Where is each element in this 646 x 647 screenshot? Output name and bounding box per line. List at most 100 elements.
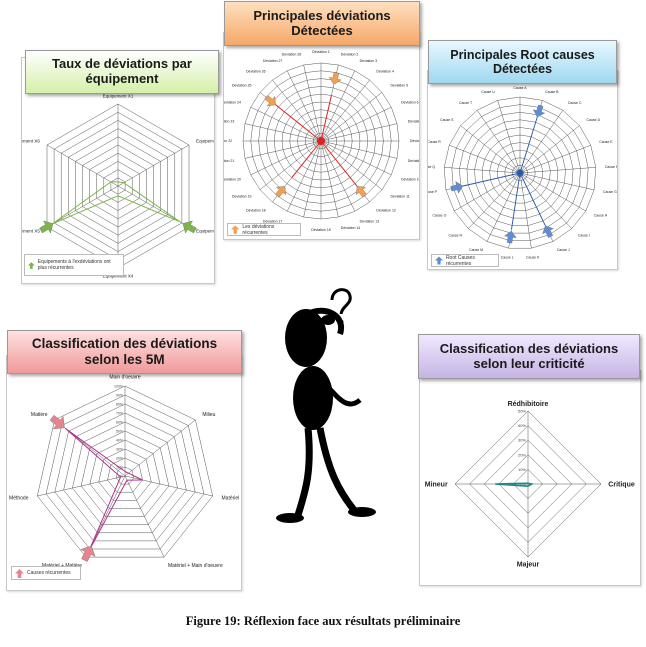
axis-label: Cause M [469, 248, 483, 252]
grid-spoke [320, 106, 392, 142]
highlight-arrow-icon [355, 186, 367, 198]
axis-label: Déviation 17 [263, 219, 283, 223]
axis-label: Equipement X3 [196, 229, 214, 234]
axis-label: Cause H [594, 214, 608, 218]
data-series [51, 181, 181, 225]
data-series [495, 482, 534, 488]
axis-label: Cause K [526, 255, 540, 259]
data-spoke [519, 111, 540, 174]
axis-label: Déviation 8 [410, 139, 419, 143]
figure-torso [293, 366, 333, 430]
axis-label: Equipement X1 [103, 93, 134, 98]
grid-spoke [124, 419, 196, 477]
tick-label: 70% [116, 412, 123, 416]
axis-label: Cause C [568, 101, 582, 105]
grid-spoke [519, 172, 572, 229]
axis-label: Déviation 26 [246, 70, 266, 74]
axis-label: Déviation 13 [360, 219, 380, 223]
axis-label: Equipement X5 [22, 229, 40, 234]
axis-label: Cause E [599, 140, 613, 144]
grid-ring [489, 142, 551, 204]
axis-label: Déviation 3 [360, 59, 378, 63]
axis-label: Méthode [9, 496, 29, 502]
grid-spoke [320, 140, 398, 159]
highlight-arrow-icon [503, 230, 517, 244]
highlight-arrow-icon [450, 181, 464, 194]
equipment-title-line2: équipement [85, 71, 159, 86]
tick-label: 10% [518, 467, 526, 472]
grid-ring [98, 448, 152, 501]
axis-label: Equipement X6 [22, 138, 40, 143]
grid-spoke [259, 140, 322, 190]
grid-ring [63, 412, 187, 534]
grid-ring [443, 96, 597, 249]
grid-spoke [37, 475, 126, 497]
tick-label: 90% [116, 394, 123, 398]
arrow-shape [355, 186, 367, 198]
grid-ring [37, 385, 213, 558]
arrow-shape [503, 230, 517, 244]
rootcauses-title-line1: Principales Root causes [450, 47, 595, 62]
blue-arrow-icon [435, 256, 443, 265]
highlight-arrow-icon [80, 545, 96, 562]
axis-label: Cause J [557, 248, 570, 252]
rootcauses-legend-text: Root Causes récurrentes [445, 254, 475, 267]
thinking-man-figure [276, 288, 376, 523]
figure-caption: Figure 19: Réflexion face aux résultats … [185, 614, 461, 628]
grid-spoke [124, 475, 213, 497]
grid-ring [89, 439, 161, 509]
axis-label: Critique [608, 481, 635, 488]
grid-spoke [244, 123, 322, 142]
equipment-chart-panel: Equipement X1 Equipement X2 Equipement X3 E… [9, 57, 227, 284]
axis-label: Cause U [481, 90, 495, 94]
grid-spoke [486, 172, 521, 242]
rootcauses-title-line2: Détectées [492, 62, 553, 76]
axis-label: Cause I [578, 234, 590, 238]
arrow-shape [450, 181, 464, 194]
grid-spoke [46, 185, 119, 228]
grid-spoke [124, 475, 165, 558]
grid-spoke [519, 172, 586, 212]
figure-head [285, 309, 327, 367]
axis-label: Cause Q [428, 165, 435, 169]
axis-label: Déviation 12 [376, 209, 396, 213]
grid-spoke [303, 64, 322, 142]
grid-spoke [286, 70, 322, 142]
grid-spoke [320, 140, 383, 190]
data-series [64, 427, 143, 551]
grid-spoke [320, 140, 356, 212]
axis-label: Déviation 6 [401, 101, 419, 105]
arrow-shape [39, 220, 54, 234]
axis-label: Cause L [501, 255, 514, 259]
grid-spoke [320, 140, 339, 218]
grid-spoke [286, 140, 322, 212]
axis-label: Equipement X2 [196, 138, 214, 143]
arrow-shape [328, 71, 342, 85]
deviations-legend-text: Les déviations récurrentes [242, 223, 275, 236]
grid-spoke [519, 110, 564, 174]
criticity-title-line1: Classification des déviations [439, 340, 619, 356]
axis-label: Déviation 7 [408, 119, 419, 123]
grid-spoke [250, 106, 322, 142]
data-spoke [456, 172, 521, 188]
equipment-legend-text: Equipements à l'exdéviations ont plus ré… [37, 259, 111, 271]
fivem-chart-panel: 100%90%80%70%60%50%40%30%20%10%0%Main d'… [6, 355, 242, 591]
grid-spoke [460, 125, 521, 174]
grid-spoke [476, 110, 521, 174]
grid-spoke [519, 145, 591, 174]
axis-label: Cause F [605, 165, 617, 169]
axis-label: Matériel + Main d'oeuvre [168, 563, 223, 569]
data-spoke [518, 169, 521, 174]
deviations-title-line1: Principales déviations [253, 7, 391, 23]
grid-spoke [444, 167, 521, 174]
deviations-legend: Les déviations récurrentes [227, 223, 301, 236]
axis-label: Déviation 24 [224, 101, 241, 105]
grid-ring [54, 403, 196, 542]
axis-label: Cause A [513, 86, 527, 90]
arrow-shape [182, 220, 197, 234]
axis-label: Déviation 18 [246, 209, 266, 213]
highlight-arrow-icon [264, 95, 276, 107]
